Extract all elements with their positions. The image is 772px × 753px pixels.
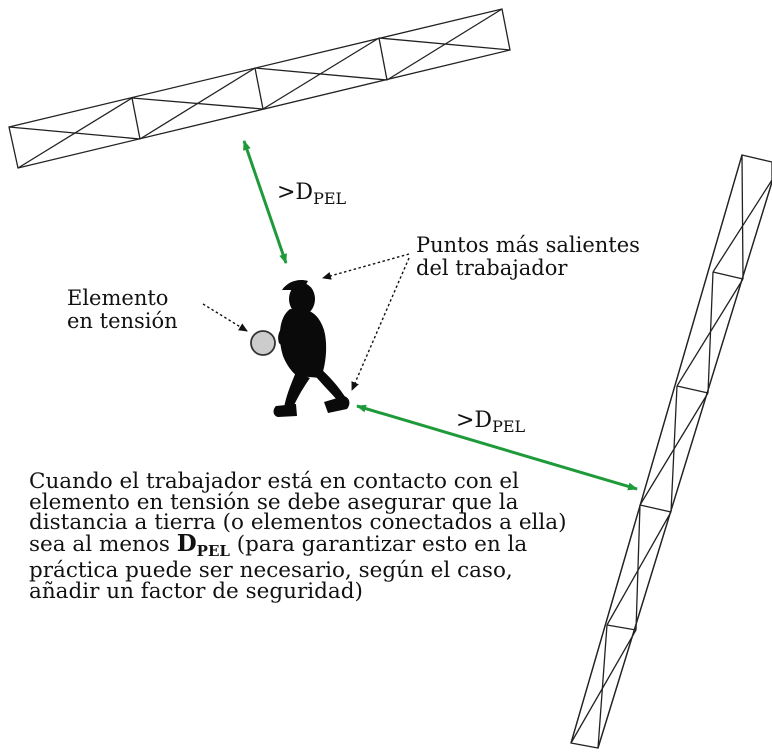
element-label-line1: Elemento (67, 286, 169, 310)
points-label: Puntos más salientes del trabajador (416, 234, 640, 280)
distance-arrow-top (242, 140, 288, 264)
points-label-line1: Puntos más salientes (416, 233, 640, 257)
right-tower-truss (570, 154, 772, 749)
element-label: Elemento en tensión (67, 287, 178, 333)
top-truss (8, 8, 511, 169)
distance-label-right: >DPEL (456, 408, 526, 436)
distance-label-top: >DPEL (277, 180, 347, 208)
worker-silhouette (273, 280, 350, 417)
energized-conductor (250, 330, 276, 356)
element-label-line2: en tensión (67, 309, 178, 333)
caption-text: Cuando el trabajador está en contacto co… (29, 469, 567, 604)
dpel-bold: DPEL (176, 529, 230, 560)
distance-arrow-right (356, 404, 638, 491)
points-label-line2: del trabajador (416, 256, 568, 280)
pointer-lines (202, 253, 410, 391)
